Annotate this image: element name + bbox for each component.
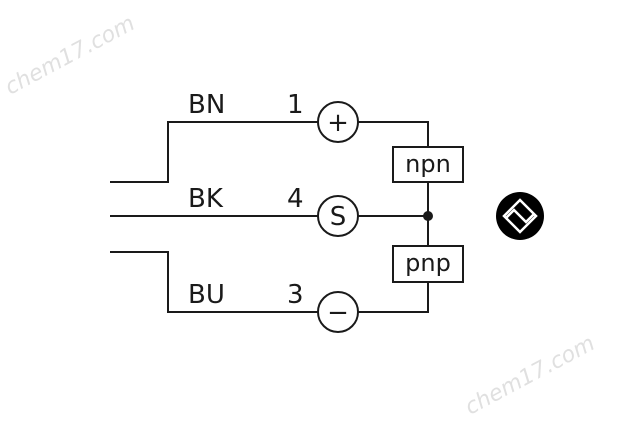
terminal-minus [317, 291, 359, 333]
npn-box [392, 146, 464, 183]
wire-bu [110, 251, 318, 313]
wire-bu-label: BU [188, 280, 225, 310]
pin-4-label: 4 [287, 184, 304, 214]
link-plus-npn [358, 121, 429, 147]
watermark-top: chem17.com [1, 11, 139, 100]
terminal-signal-symbol: S [330, 202, 347, 232]
pin-3-label: 3 [287, 280, 304, 310]
link-pnp-minus [358, 282, 429, 313]
terminal-minus-symbol: − [327, 298, 349, 328]
rhombus-switching-icon [496, 192, 544, 240]
pnp-label: pnp [405, 249, 451, 277]
junction-dot [423, 211, 433, 221]
pnp-box [392, 245, 464, 283]
terminal-signal [317, 195, 359, 237]
terminal-plus [317, 101, 359, 143]
wire-bn-label: BN [188, 90, 225, 120]
watermark-bottom: chem17.com [461, 331, 599, 420]
npn-label: npn [405, 150, 451, 178]
pin-1-label: 1 [287, 90, 304, 120]
wire-bn [110, 121, 318, 183]
terminal-plus-symbol: + [327, 108, 349, 138]
wire-bk-label: BK [188, 184, 224, 214]
